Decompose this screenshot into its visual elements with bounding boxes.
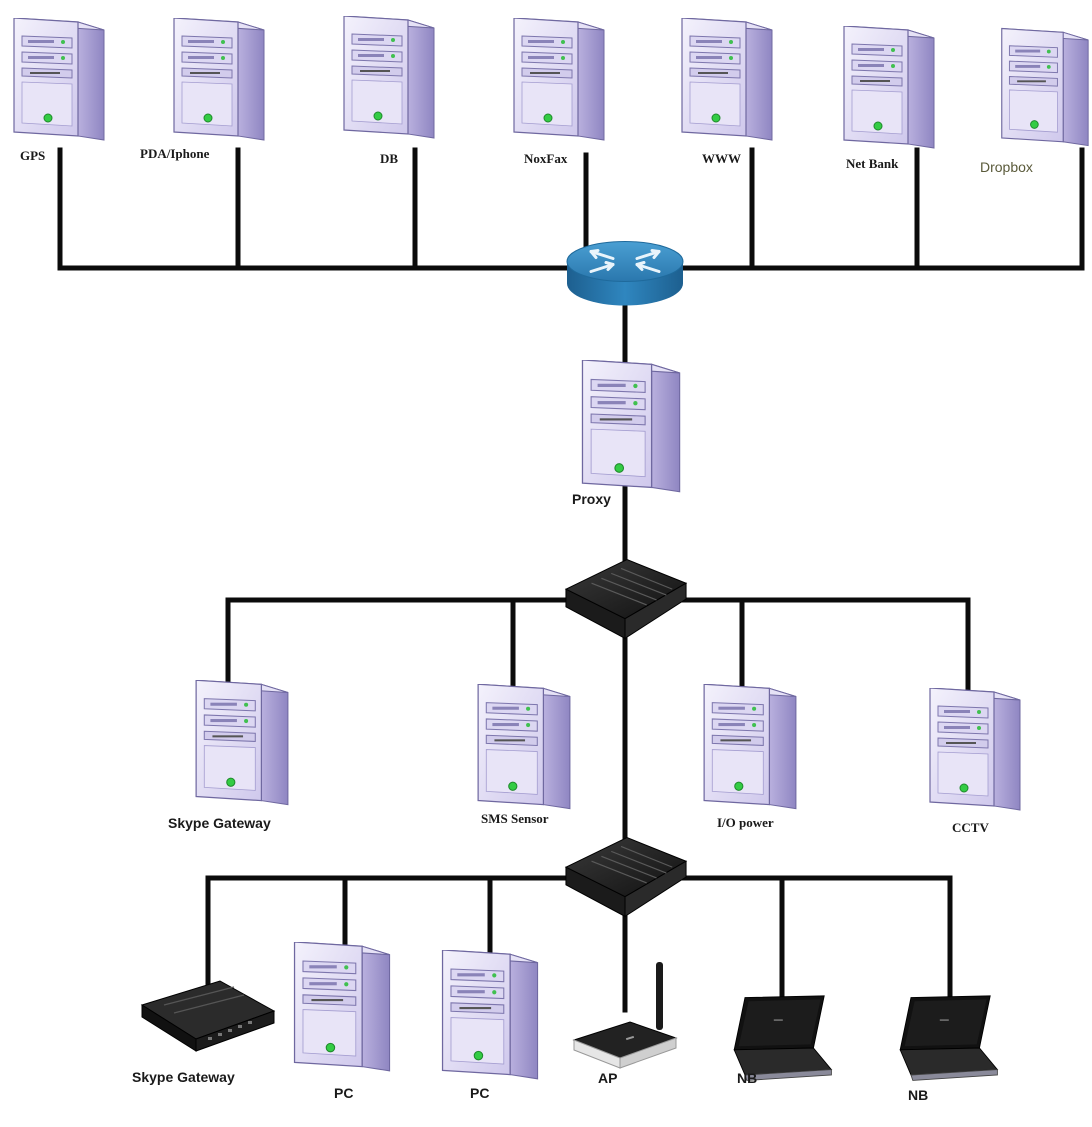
pc-2-tower-icon[interactable]: [441, 950, 539, 1080]
noxfax-server-icon[interactable]: [513, 18, 605, 141]
io-power-label: I/O power: [717, 815, 774, 830]
nb-1-label: NB: [737, 1070, 757, 1086]
io-power-server-icon[interactable]: [703, 684, 797, 810]
gps-label: GPS: [20, 148, 45, 163]
middle-servers: Skype Gateway SMS Sensor I/O power CCTV: [168, 680, 1021, 835]
www-label: WWW: [702, 151, 741, 166]
top-servers: GPS PDA/Iphone DB NoxFax WWW Net Bank Dr…: [13, 16, 1089, 175]
pda-iphone-label: PDA/Iphone: [140, 146, 210, 161]
skype-gateway-box-label: Skype Gateway: [132, 1069, 235, 1085]
gps-server-icon[interactable]: [13, 18, 105, 141]
skype-gateway-label: Skype Gateway: [168, 815, 271, 831]
pc-1-label: PC: [334, 1085, 353, 1101]
bottom-devices: Skype Gateway PC PC AP NB NB: [132, 942, 998, 1103]
cctv-server-icon[interactable]: [929, 688, 1021, 811]
network-switch-2-icon[interactable]: [565, 836, 687, 917]
pda-iphone-server-icon[interactable]: [173, 18, 265, 141]
noxfax-label: NoxFax: [524, 151, 568, 166]
pc-1-tower-icon[interactable]: [293, 942, 391, 1072]
proxy-server-icon[interactable]: [581, 360, 681, 493]
skype-gateway-server-icon[interactable]: [195, 680, 289, 806]
db-label: DB: [380, 151, 398, 166]
cctv-label: CCTV: [952, 820, 989, 835]
nb-2-label: NB: [908, 1087, 928, 1103]
proxy-label: Proxy: [572, 491, 611, 507]
pc-2-label: PC: [470, 1085, 489, 1101]
netbank-label: Net Bank: [846, 156, 899, 171]
db-server-icon[interactable]: [343, 16, 435, 139]
ap-label: AP: [598, 1070, 617, 1086]
netbank-server-icon[interactable]: [843, 26, 935, 149]
laptop-1-icon[interactable]: [733, 995, 832, 1081]
dropbox-label: Dropbox: [980, 159, 1033, 175]
sms-sensor-label: SMS Sensor: [481, 811, 549, 826]
dropbox-server-icon[interactable]: [1001, 27, 1089, 147]
laptop-2-icon[interactable]: [899, 995, 998, 1081]
network-switch-1-icon[interactable]: [565, 558, 687, 639]
sms-sensor-server-icon[interactable]: [477, 684, 571, 810]
www-server-icon[interactable]: [681, 18, 773, 141]
skype-gateway-box-icon[interactable]: [141, 980, 275, 1052]
router-icon[interactable]: [565, 239, 685, 308]
